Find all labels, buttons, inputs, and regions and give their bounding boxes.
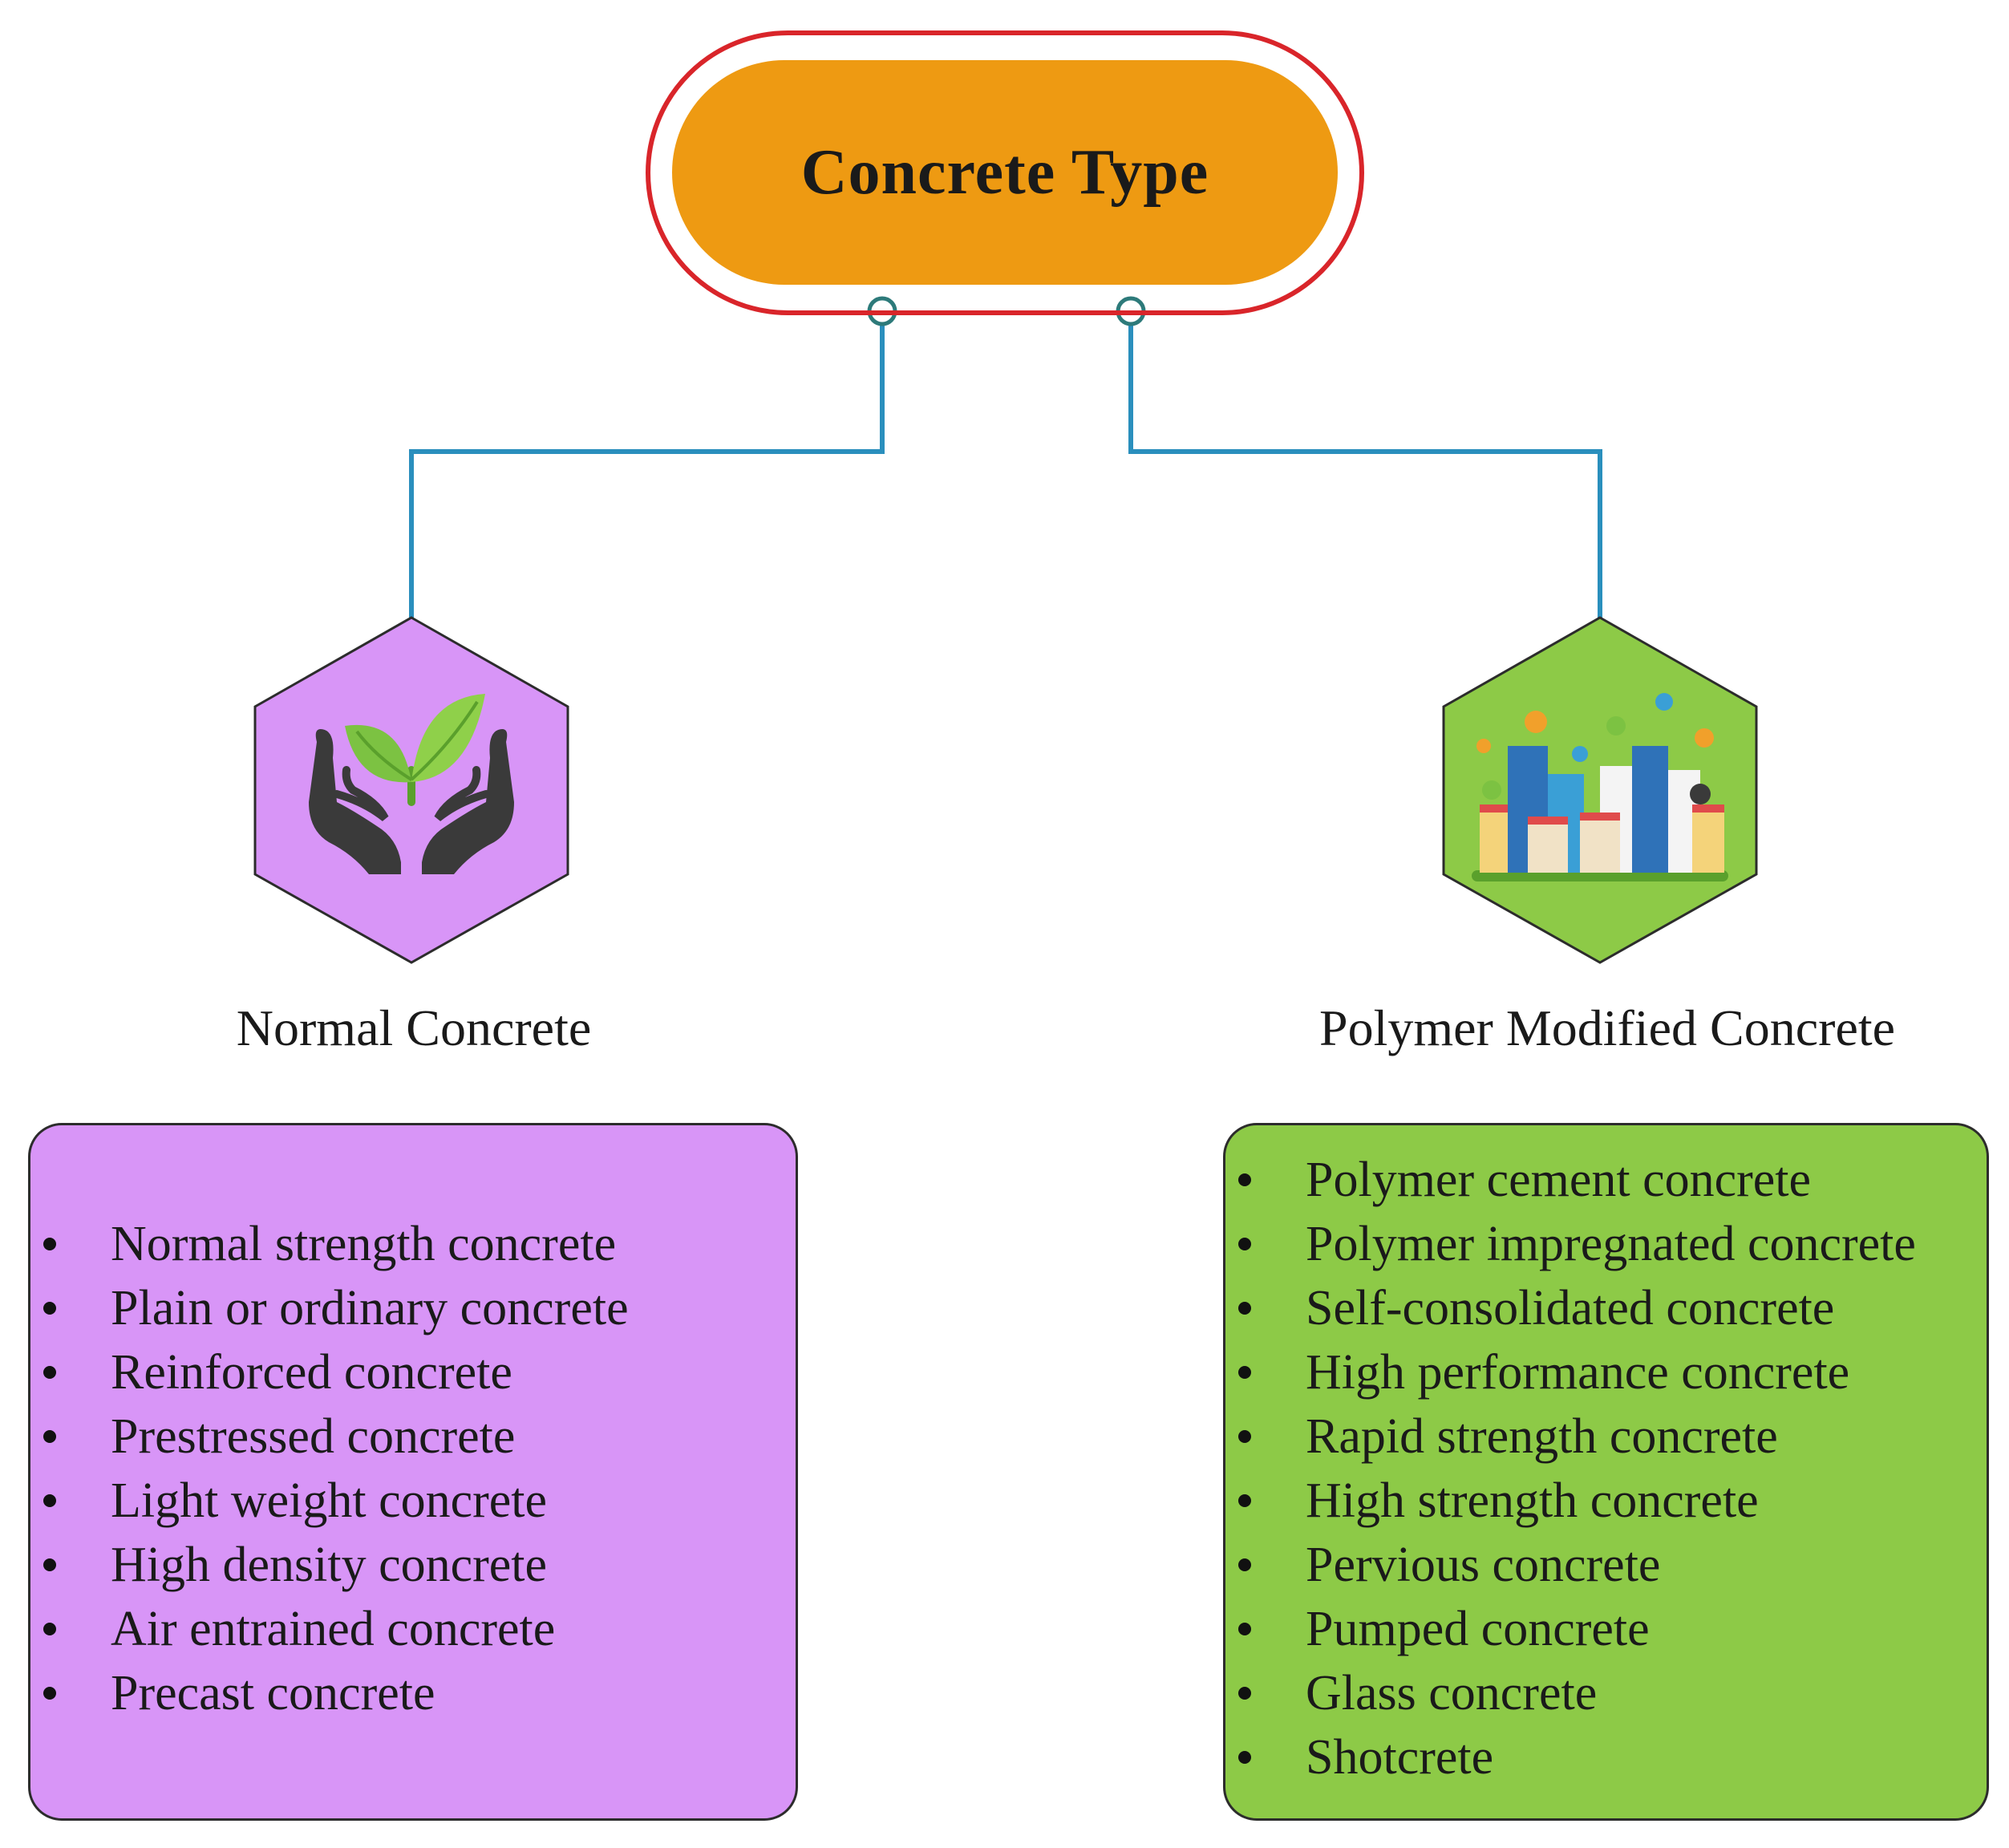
list-item: Glass concrete [1225,1661,1916,1725]
connector-normal [409,311,885,618]
list-item-label: Rapid strength concrete [1306,1409,1778,1464]
list-item: High density concrete [30,1533,629,1597]
root-node: Concrete Type [672,60,1338,285]
list-item-label: Pervious concrete [1306,1538,1661,1592]
list-item-label: High performance concrete [1306,1345,1850,1400]
bullet-icon [43,1687,56,1700]
branch-title-normal: Normal Concrete [236,999,592,1056]
list-item-label: Plain or ordinary concrete [111,1281,629,1335]
list-item: Plain or ordinary concrete [30,1276,629,1340]
branch-title-polymer: Polymer Modified Concrete [1318,999,1896,1056]
root-node-border [646,30,1364,315]
root-title: Concrete Type [800,136,1209,208]
bullet-icon [43,1302,56,1315]
list-item-label: High density concrete [111,1538,548,1592]
list-item-label: Precast concrete [111,1666,435,1720]
bullet-icon [1238,1366,1251,1379]
list-item: Prestressed concrete [30,1404,629,1469]
list-item-label: Glass concrete [1306,1666,1598,1720]
bullet-icon [43,1558,56,1571]
list-item-label: Self-consolidated concrete [1306,1281,1835,1335]
bullet-icon [43,1430,56,1443]
polymer-concrete-list: Polymer cement concrete Polymer impregna… [1225,1148,1916,1789]
bullet-icon [1238,1687,1251,1700]
list-item-label: Shotcrete [1306,1730,1494,1785]
bullet-icon [1238,1751,1251,1764]
bullet-icon [1238,1623,1251,1635]
bullet-icon [1238,1494,1251,1507]
list-item: Polymer cement concrete [1225,1148,1916,1212]
list-item: Pervious concrete [1225,1533,1916,1597]
list-item: Rapid strength concrete [1225,1404,1916,1469]
list-item-label: Light weight concrete [111,1473,548,1528]
green-city-buildings-icon [1472,693,1728,881]
bullet-icon [43,1366,56,1379]
list-item-label: Polymer impregnated concrete [1306,1217,1916,1271]
bullet-icon [1238,1302,1251,1315]
list-item: High performance concrete [1225,1340,1916,1404]
list-item: Shotcrete [1225,1725,1916,1789]
list-item-label: Normal strength concrete [111,1217,617,1271]
bullet-icon [1238,1430,1251,1443]
bullet-icon [43,1623,56,1635]
list-item: High strength concrete [1225,1469,1916,1533]
list-item-label: Reinforced concrete [111,1345,512,1400]
bullet-icon [43,1238,56,1250]
list-item: Air entrained concrete [30,1597,629,1661]
bullet-icon [1238,1238,1251,1250]
list-item-label: Air entrained concrete [111,1602,556,1656]
list-item: Light weight concrete [30,1469,629,1533]
list-item-label: Prestressed concrete [111,1409,516,1464]
normal-concrete-list-box: Normal strength concrete Plain or ordina… [28,1123,798,1821]
list-item-label: High strength concrete [1306,1473,1759,1528]
normal-concrete-list: Normal strength concrete Plain or ordina… [30,1212,629,1725]
list-item: Precast concrete [30,1661,629,1725]
list-item-label: Pumped concrete [1306,1602,1650,1656]
bullet-icon [1238,1558,1251,1571]
connector-polymer [1128,311,1602,618]
list-item: Reinforced concrete [30,1340,629,1404]
list-item: Polymer impregnated concrete [1225,1212,1916,1276]
polymer-concrete-list-box: Polymer cement concrete Polymer impregna… [1223,1123,1989,1821]
list-item: Self-consolidated concrete [1225,1276,1916,1340]
hands-holding-plant-icon [309,694,514,874]
list-item: Pumped concrete [1225,1597,1916,1661]
list-item: Normal strength concrete [30,1212,629,1276]
bullet-icon [43,1494,56,1507]
list-item-label: Polymer cement concrete [1306,1153,1812,1207]
bullet-icon [1238,1173,1251,1186]
